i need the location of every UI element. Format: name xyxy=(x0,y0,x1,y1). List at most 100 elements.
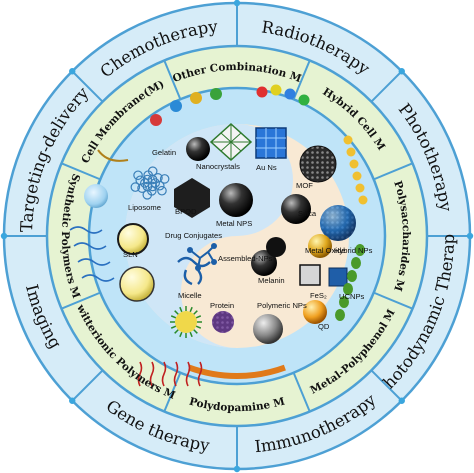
hybrid-cell-particle-icon xyxy=(256,86,268,98)
drug-conjugate-node-icon xyxy=(187,247,193,253)
combination-particle-icon xyxy=(210,88,222,100)
gelatin-particle-icon xyxy=(153,173,163,183)
divider-dot xyxy=(233,465,241,473)
label-sln: SLN xyxy=(123,250,138,259)
micelle-tail-icon xyxy=(189,331,193,338)
polysaccharide-bead-icon xyxy=(343,135,353,145)
label-nanocrystals: Nanocrystals xyxy=(196,162,240,171)
micelle-tail-icon xyxy=(193,329,198,334)
bpqd-hexagon-icon xyxy=(174,178,210,218)
combination-particle-icon xyxy=(150,114,162,126)
micelle-tail-icon xyxy=(174,329,179,334)
metal-polyphenol-bead-icon xyxy=(347,270,357,282)
metal-polyphenol-bead-icon xyxy=(355,244,365,256)
label-assembled-nps: Assembled-NPs xyxy=(218,254,273,263)
label-micelle: Micelle xyxy=(178,291,202,300)
polysaccharide-bead-icon xyxy=(352,171,362,181)
label-melanin: Melanin xyxy=(258,276,285,285)
middle-divider xyxy=(292,372,311,412)
label-gelatin: Gelatin xyxy=(152,148,176,157)
synthetic-polymer-icon xyxy=(73,242,107,250)
label-ucnps: UCNPs xyxy=(339,292,365,301)
fes2-icon xyxy=(299,264,321,286)
label-au-ns: Au Ns xyxy=(256,163,277,172)
micelle-tail-icon xyxy=(195,325,202,329)
label-protein: Protein xyxy=(210,301,234,310)
metal-polyphenol-bead-icon xyxy=(343,283,353,295)
divider-dot xyxy=(398,397,405,404)
label-bpqd: BPQD xyxy=(175,207,197,216)
zwitterionic-polymer-icon xyxy=(173,361,179,387)
micelle-tail-icon xyxy=(170,325,177,329)
zwitterionic-polymer-icon xyxy=(185,361,191,387)
nanocrystal-icon xyxy=(211,124,251,160)
divider-dot xyxy=(69,397,76,404)
au-ns-icon xyxy=(255,127,287,159)
gelatin-particle-icon xyxy=(157,185,167,196)
micelle-tail-icon xyxy=(179,331,183,338)
combination-particle-icon xyxy=(190,92,202,104)
core-left-half xyxy=(125,124,293,348)
zwitterionic-polymer-icon xyxy=(149,361,155,387)
label-fes2: FeS₂ xyxy=(310,291,327,300)
outer-divider xyxy=(370,369,403,402)
gelatin-particle-icon xyxy=(130,182,141,192)
sln-icon xyxy=(119,266,155,302)
micelle-tail-icon xyxy=(193,310,198,315)
ucnps-icon xyxy=(328,267,348,287)
divider-dot xyxy=(466,232,474,240)
synthetic-polymer-icon xyxy=(69,226,103,234)
assembled-nps-icon xyxy=(177,256,211,286)
zwitterionic-polymer-icon xyxy=(197,361,203,387)
micelle-tail-icon xyxy=(189,306,193,313)
nanoparticle-sphere-icon xyxy=(266,237,286,257)
label-hybrid-nps: Hybrid NPs xyxy=(334,246,373,255)
gelatin-particle-icon xyxy=(159,174,170,184)
polymeric-nps-icon xyxy=(253,314,283,344)
divider-dot xyxy=(69,68,76,75)
metal-polyphenol-bead-icon xyxy=(339,296,349,308)
divider-dot xyxy=(233,0,241,7)
label-drug-conjugates: Drug Conjugates xyxy=(165,231,222,240)
melanin-icon xyxy=(251,250,277,276)
gelatin-particle-icon xyxy=(142,174,153,185)
synthetic-polymer-icon xyxy=(81,274,115,282)
zwitterionic-polymer-icon xyxy=(137,361,143,387)
metal-polyphenol-bead-icon xyxy=(351,257,361,269)
au-ns-grid-icon xyxy=(256,128,286,158)
drug-conjugate-node-icon xyxy=(211,259,217,265)
divider-dot xyxy=(0,232,8,240)
combination-particle-icon xyxy=(170,100,182,112)
synthetic-polymer-icon xyxy=(77,258,111,266)
middle-divider xyxy=(163,372,182,412)
micelle-tail-icon xyxy=(179,306,183,313)
hybrid-cell-particle-icon xyxy=(298,94,310,106)
label-mof: MOF xyxy=(296,181,313,190)
gelatin-particle-icon xyxy=(135,175,146,186)
drug-conjugate-node-icon xyxy=(211,243,217,249)
micelle-tail-icon xyxy=(170,315,177,319)
liposome-icon xyxy=(117,223,149,255)
middle-divider xyxy=(292,60,311,100)
middle-divider xyxy=(373,162,413,181)
label-silica: Silica xyxy=(298,209,317,218)
gelatin-particle-icon xyxy=(147,181,158,192)
micelle-icon xyxy=(175,311,197,333)
nanoparticle-ball-icon xyxy=(186,137,210,161)
label-metal-oxide: Metal Oxide xyxy=(305,246,346,255)
protein-overlay-icon xyxy=(212,311,234,333)
metal-oxide-icon xyxy=(308,234,332,258)
metal-polyphenol-bead-icon xyxy=(335,309,345,321)
hybrid-cell-particle-icon xyxy=(270,84,282,96)
outer-divider xyxy=(370,70,403,103)
label-metal-nps: Metal NPS xyxy=(216,219,252,228)
cell-membrane-icon xyxy=(97,149,129,162)
label-liposome: Liposome xyxy=(128,203,161,212)
cell-membrane-sphere-icon xyxy=(84,184,108,208)
label-polymeric-nps: Polymeric NPs xyxy=(257,301,307,310)
polysaccharide-bead-icon xyxy=(349,159,359,169)
outer-divider xyxy=(71,369,104,402)
polysaccharide-bead-icon xyxy=(358,195,368,205)
